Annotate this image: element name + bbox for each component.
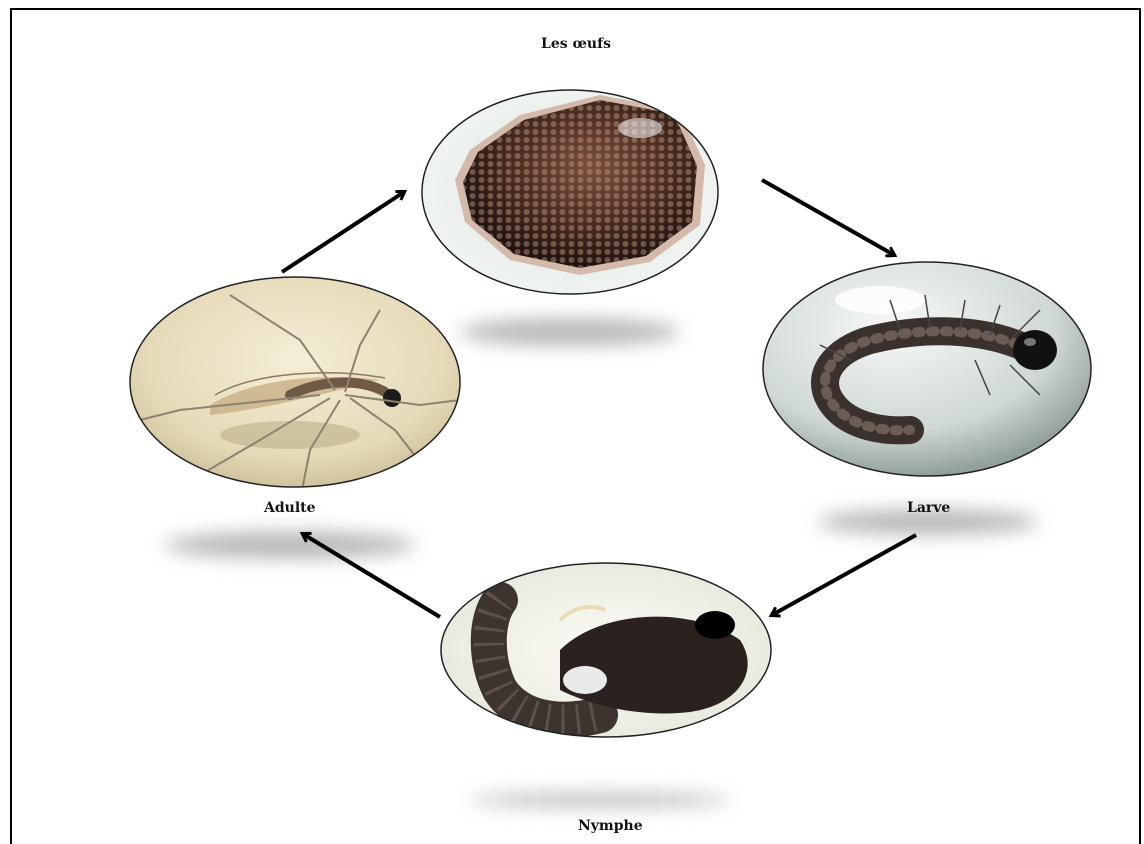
label-adult: Adulte (264, 500, 316, 516)
arrow-adult-to-eggs (282, 192, 404, 272)
label-pupa: Nymphe (578, 818, 643, 834)
adult-stage-photo (130, 277, 460, 500)
label-larva: Larve (907, 500, 950, 516)
label-eggs: Les œufs (541, 36, 611, 52)
pupa-stage-photo (441, 563, 771, 737)
arrow-eggs-to-larva (762, 180, 894, 255)
arrow-larva-to-pupa (772, 535, 916, 615)
eggs-stage-photo (422, 90, 718, 294)
larva-stage-photo (763, 262, 1091, 476)
